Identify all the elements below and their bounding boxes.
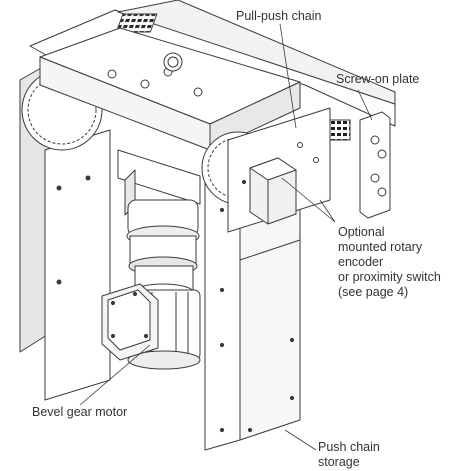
label-screw-on-plate: Screw-on plate bbox=[336, 72, 420, 86]
label-optional-encoder-line: Optional bbox=[338, 225, 385, 239]
label-optional-encoder: Optional mounted rotary encoder or proxi… bbox=[338, 225, 441, 300]
label-push-chain-storage-line: storage bbox=[318, 455, 360, 469]
label-pull-push-chain: Pull-push chain bbox=[236, 9, 322, 23]
label-push-chain-storage-line: Push chain bbox=[318, 440, 380, 454]
label-optional-encoder-line: (see page 4) bbox=[338, 285, 409, 299]
bevel-gear-motor bbox=[101, 199, 201, 370]
encoder-box bbox=[227, 107, 331, 233]
screw-on-plate bbox=[359, 111, 391, 219]
label-optional-encoder-line: mounted rotary bbox=[338, 240, 423, 254]
left-housing bbox=[19, 59, 111, 401]
leader-lines bbox=[79, 23, 373, 451]
label-optional-encoder-line: or proximity switch bbox=[338, 270, 441, 284]
label-optional-encoder-line: encoder bbox=[338, 255, 384, 269]
label-push-chain-storage: Push chain storage bbox=[318, 440, 380, 470]
label-bevel-gear-motor: Bevel gear motor bbox=[32, 405, 128, 419]
